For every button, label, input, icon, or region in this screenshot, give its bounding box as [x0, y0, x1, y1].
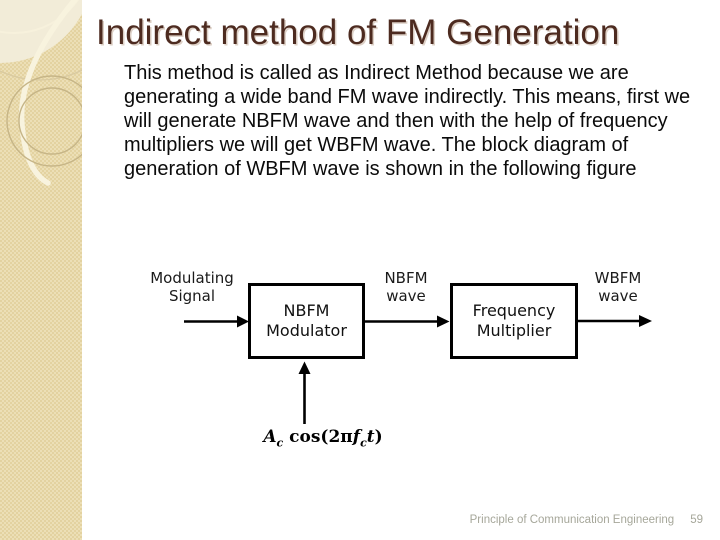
output-arrow-icon: [578, 315, 652, 327]
footer-title: Principle of Communication Engineering: [469, 514, 675, 526]
nbfm-to-multiplier-arrow-icon: [365, 315, 450, 328]
page-number: 59: [690, 514, 703, 526]
body-paragraph: This method is called as Indirect Method…: [124, 61, 714, 181]
wbfm-wave-label: WBFM wave: [594, 269, 642, 305]
body-line: generation of WBFM wave is shown in the …: [124, 158, 637, 180]
slide-footer: Principle of Communication Engineering 5…: [470, 514, 703, 526]
left-decoration-panel: [0, 0, 82, 540]
nbfm-wave-label: NBFM wave: [384, 269, 428, 305]
slide-title: Indirect method of FM Generation: [96, 13, 620, 52]
body-line: multipliers we will get WBFM wave. The b…: [124, 134, 629, 156]
input-arrow-icon: [184, 315, 249, 328]
modulating-signal-label: Modulating Signal: [150, 269, 234, 305]
carrier-input-arrow-icon: [298, 361, 311, 424]
carrier-formula: Ac cos(2πfct): [263, 427, 383, 450]
frequency-multiplier-box: Frequency Multiplier: [450, 283, 578, 359]
body-line: will generate NBFM wave and then with th…: [124, 110, 668, 132]
body-line: generating a wide band FM wave indirectl…: [124, 86, 691, 108]
circles-decoration-icon: [0, 0, 82, 186]
nbfm-modulator-box: NBFM Modulator: [248, 283, 365, 359]
body-line: This method is called as Indirect Method…: [124, 62, 629, 84]
